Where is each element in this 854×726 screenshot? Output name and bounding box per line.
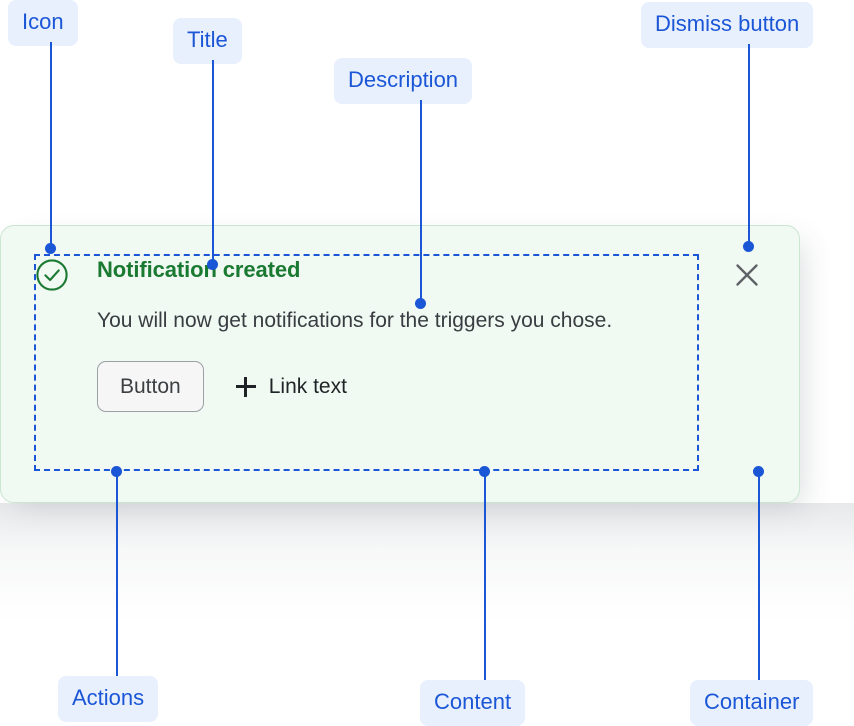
notification-description: You will now get notifications for the t…: [97, 309, 613, 332]
check-circle-icon: [35, 258, 69, 292]
action-button[interactable]: Button: [97, 361, 204, 412]
action-link[interactable]: Link text: [235, 374, 347, 399]
plus-icon: [235, 376, 256, 397]
annotation-label-description: Description: [334, 58, 473, 104]
annotation-label-container: Container: [690, 680, 814, 726]
annotation-label-title: Title: [173, 18, 242, 64]
notification-title: Notification created: [97, 257, 301, 282]
leader-line-icon: [50, 42, 52, 249]
annotation-label-icon: Icon: [8, 0, 78, 46]
notification-container: Notification created You will now get no…: [0, 225, 800, 503]
page-shadow-fade: [0, 503, 854, 623]
close-icon: [736, 264, 758, 286]
notification-body: Notification created You will now get no…: [97, 256, 697, 412]
leader-line-container: [758, 472, 760, 680]
dismiss-button[interactable]: [730, 258, 764, 292]
notification-actions: Button Link text: [97, 361, 697, 412]
notification-inner: Notification created You will now get no…: [35, 256, 799, 502]
annotation-label-actions: Actions: [58, 676, 159, 722]
leader-line-content: [484, 472, 486, 680]
leader-line-dismiss: [748, 44, 750, 247]
annotation-label-dismiss: Dismiss button: [641, 2, 814, 48]
annotation-label-content: Content: [420, 680, 526, 726]
action-link-label: Link text: [268, 374, 347, 398]
